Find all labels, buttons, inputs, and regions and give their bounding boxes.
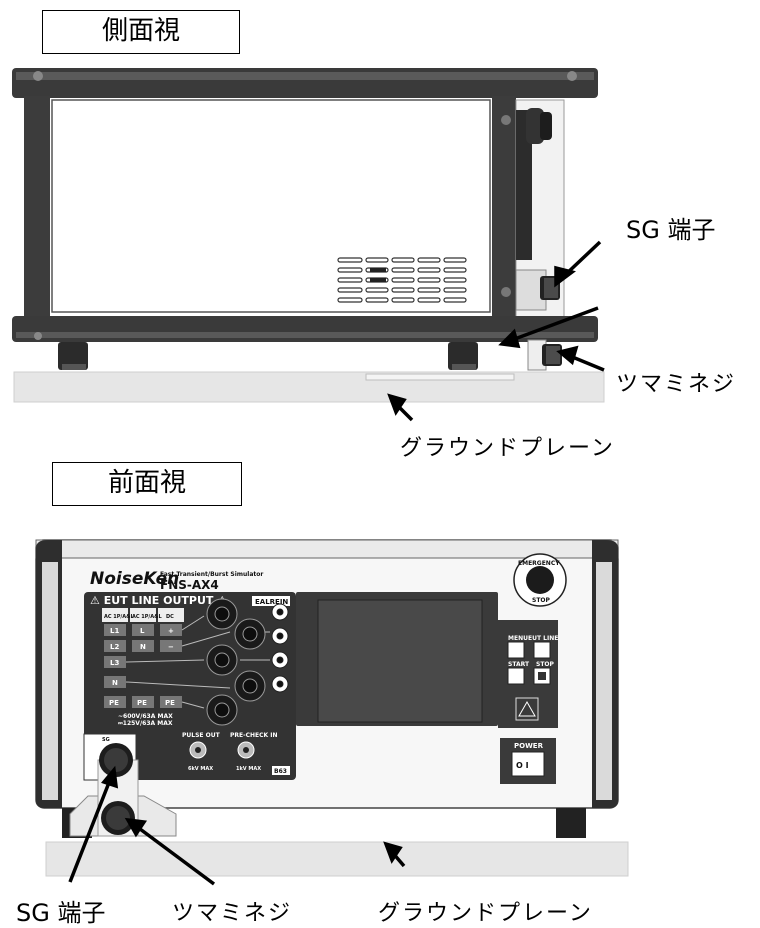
cell-r2c2: N xyxy=(140,643,146,651)
cell-r2c3: − xyxy=(168,643,174,651)
cell-r5c1: PE xyxy=(109,699,119,707)
front-view-title-box: 前面視 xyxy=(52,462,242,506)
front-sg-arrow xyxy=(68,779,112,883)
device-model: FNS-AX4 xyxy=(160,578,219,592)
eut-panel-title: ⚠ EUT LINE OUTPUT ⚠ xyxy=(90,594,227,607)
pulse-out-max: 6kV MAX xyxy=(188,766,213,772)
side-view-title-box: 側面視 xyxy=(42,10,240,54)
stop-label: STOP xyxy=(536,661,555,668)
side-sg-label: SG 端子 xyxy=(626,216,716,244)
eut-line-button xyxy=(533,641,551,659)
col-header-2: AC 1P/A&L xyxy=(132,614,162,620)
side-vents xyxy=(337,257,467,303)
side-rail-arrow xyxy=(511,306,599,342)
brand-logo: NoiseKen xyxy=(90,569,179,589)
col-header-3: DC xyxy=(166,614,174,620)
rating-ac: ~600V/63A MAX xyxy=(118,713,173,720)
col-header-1: AC 1P/A&L xyxy=(104,614,134,620)
side-panel xyxy=(51,99,491,313)
power-switch-marks: O I xyxy=(516,761,529,770)
panel-badge: B63 xyxy=(274,768,287,775)
power-label: POWER xyxy=(514,742,544,750)
pulse-out-label: PULSE OUT xyxy=(182,732,221,739)
side-thumb-screw xyxy=(542,344,562,366)
start-label: START xyxy=(508,661,530,668)
cell-r5c3: PE xyxy=(165,699,175,707)
precheck-label: PRE-CHECK IN xyxy=(230,732,278,739)
rating-dc: ⎓125V/63A MAX xyxy=(118,720,173,727)
power-switch xyxy=(511,751,545,777)
side-knob-label: ツマミネジ xyxy=(616,372,737,397)
start-button xyxy=(507,667,525,685)
eut-line-label: EUT LINE xyxy=(528,635,558,642)
emergency-stop-button xyxy=(526,566,554,594)
front-knob-arrow xyxy=(134,824,216,886)
side-view-title: 側面視 xyxy=(101,16,180,46)
front-sg-label: SG 端子 xyxy=(16,899,106,927)
emergency-top-text: EMERGENCY xyxy=(518,560,560,567)
sg-small-label: SG xyxy=(102,737,110,743)
emergency-bottom-text: STOP xyxy=(532,597,551,604)
eut-column-headers: AC 1P/A&L AC 1P/A&L DC xyxy=(102,608,184,622)
cell-r4c1: N xyxy=(112,679,118,687)
device-subtitle: Fast Transient/Burst Simulator xyxy=(160,571,263,578)
side-foot-right xyxy=(448,342,478,370)
menu-label: MENU xyxy=(508,635,528,642)
small-terminals xyxy=(271,603,289,693)
cell-r5c2: PE xyxy=(137,699,147,707)
front-knob-label: ツマミネジ xyxy=(172,901,293,926)
precheck-max: 1kV MAX xyxy=(236,766,261,772)
cell-r1c2: L xyxy=(140,627,145,635)
display-screen xyxy=(317,599,483,723)
menu-button xyxy=(507,641,525,659)
cell-r2c1: L2 xyxy=(110,643,119,651)
cell-r1c3: + xyxy=(168,627,174,635)
cell-r1c1: L1 xyxy=(110,627,119,635)
front-ground-plane xyxy=(45,841,629,877)
ealrein-tag: EALREIN xyxy=(255,598,288,606)
front-view-title: 前面視 xyxy=(107,468,186,498)
warning-badge xyxy=(515,697,539,721)
eut-terminal-grid: L1 L + L2 N − L3 N PE PE PE xyxy=(104,624,182,708)
cell-r3c1: L3 xyxy=(110,659,119,667)
side-foot-left xyxy=(58,342,88,370)
eut-terminals xyxy=(206,598,266,726)
side-ground-label: グラウンドプレーン xyxy=(400,436,615,461)
front-ground-label: グラウンドプレーン xyxy=(378,901,593,926)
side-knob-arrow xyxy=(569,354,605,372)
